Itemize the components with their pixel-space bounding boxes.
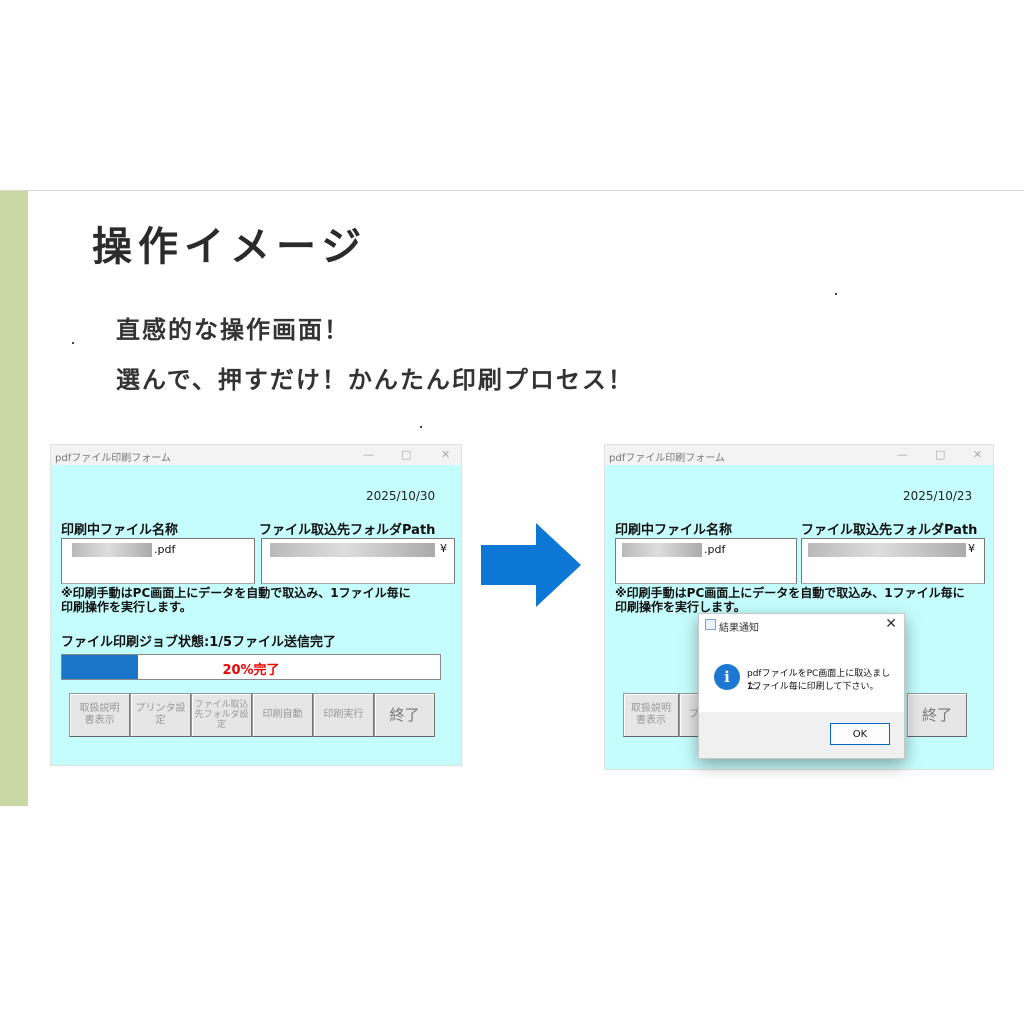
folder-path-field[interactable]: ¥ [801,538,985,584]
button-label: ファイル取込 [194,700,249,710]
slide-subtitle-2: 選んで、押すだけ！かんたん印刷プロセス！ [116,366,634,394]
result-dialog: 結果通知 ✕ i pdfファイルをPC画面上に取込ました。 1ファイル毎に印刷し… [698,613,905,759]
job-status-text: ファイル印刷ジョブ状態:1/5ファイル送信完了 [61,635,337,650]
manual-display-button[interactable]: 取扱説明書表示 [69,693,130,737]
app-icon [705,619,716,630]
decorative-dot [420,426,422,428]
ok-button[interactable]: OK [830,723,890,745]
maximize-icon[interactable]: □ [401,448,412,461]
button-label: 取扱説明 [631,703,671,714]
close-icon[interactable]: ✕ [441,448,451,461]
folder-path-suffix: ¥ [440,542,447,555]
folder-path-label: ファイル取込先フォルダPath [801,523,978,538]
slide-accent-bar [0,191,28,806]
exit-button[interactable]: 終了 [374,693,435,737]
printing-file-label: 印刷中ファイル名称 [615,523,733,538]
exit-button[interactable]: 終了 [907,693,967,737]
dialog-message-1: pdfファイルをPC画面上に取込ました。 [747,669,891,692]
after-window: pdfファイル印刷フォーム — □ ✕ 2025/10/23 印刷中ファイル名称… [604,444,994,770]
button-label: 印刷自動 [262,709,303,720]
auto-print-button[interactable]: 印刷自動 [252,693,313,737]
close-icon[interactable]: ✕ [885,616,897,632]
window-titlebar: pdfファイル印刷フォーム — □ ✕ [605,445,993,465]
button-label: 終了 [921,706,952,724]
date-display: 2025/10/30 [366,489,436,503]
note-line-2: 印刷操作を実行します。 [615,600,746,614]
date-display: 2025/10/23 [903,489,973,503]
maximize-icon[interactable]: □ [935,448,946,461]
dialog-footer: OK [699,712,904,758]
print-progress-bar: 20%完了 [61,654,441,680]
dialog-title: 結果通知 [719,623,759,634]
before-window: pdfファイル印刷フォーム — □ ✕ 2025/10/30 印刷中ファイル名称… [50,444,462,766]
dialog-message-2: 1ファイル毎に印刷して下さい。 [747,682,879,692]
button-label: 書表示 [636,715,666,726]
printing-file-field[interactable]: .pdf [615,538,797,584]
button-label: 終了 [389,706,420,724]
note-line-1: ※印刷手動はPC画面上にデータを自動で取込み、1ファイル毎に [615,586,965,600]
redacted-filename [72,543,152,557]
redacted-folder-path [808,543,966,557]
execute-print-button[interactable]: 印刷実行 [313,693,374,737]
button-label: プリンタ設定 [135,703,186,726]
button-label: 印刷実行 [323,709,364,720]
button-label: 書表示 [84,715,115,726]
printing-file-label: 印刷中ファイル名称 [61,523,179,538]
right-arrow-icon [481,523,581,607]
minimize-icon[interactable]: — [897,448,908,461]
window-titlebar: pdfファイル印刷フォーム — □ ✕ [51,445,461,465]
file-extension-text: .pdf [154,543,176,556]
manual-display-button[interactable]: 取扱説明書表示 [623,693,679,737]
button-label: 先フォルダ設定 [194,710,249,730]
window-title: pdfファイル印刷フォーム [609,453,725,464]
note-line-1: ※印刷手動はPC画面上にデータを自動で取込み、1ファイル毎に [61,586,411,600]
printing-file-field[interactable]: .pdf [61,538,255,584]
folder-path-label: ファイル取込先フォルダPath [259,523,436,538]
printer-settings-button[interactable]: プリンタ設定 [130,693,191,737]
progress-fill [62,655,138,679]
folder-path-field[interactable]: ¥ [261,538,455,584]
close-icon[interactable]: ✕ [973,448,983,461]
slide-subtitle-1: 直感的な操作画面！ [116,316,350,344]
decorative-dot [835,293,837,295]
slide-title: 操作イメージ [92,224,368,270]
minimize-icon[interactable]: — [363,448,374,461]
import-folder-settings-button[interactable]: ファイル取込先フォルダ設定 [191,693,252,737]
button-row: 取扱説明書表示 プリンタ設定 ファイル取込先フォルダ設定 印刷自動 印刷実行 終… [69,693,435,739]
progress-text: 20%完了 [222,663,280,678]
decorative-dot [72,342,74,344]
redacted-filename [622,543,702,557]
folder-path-suffix: ¥ [968,542,975,555]
file-extension-text: .pdf [704,543,726,556]
slide-divider [0,190,1024,191]
window-title: pdfファイル印刷フォーム [55,453,171,464]
redacted-folder-path [270,543,435,557]
info-icon: i [714,664,740,690]
note-line-2: 印刷操作を実行します。 [61,600,192,614]
button-label: 取扱説明 [79,703,120,714]
